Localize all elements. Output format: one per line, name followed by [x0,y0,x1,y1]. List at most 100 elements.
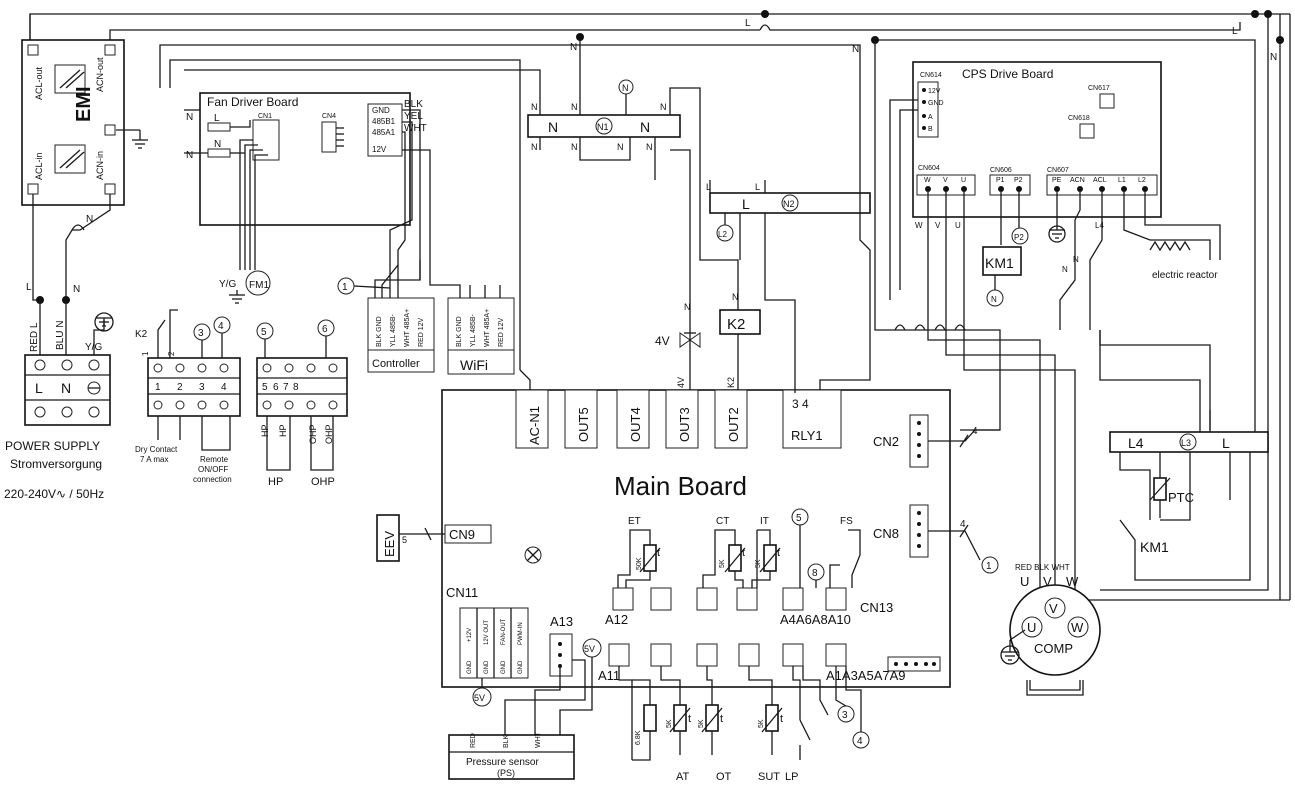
sensor-ct-5k: 5K [719,559,726,568]
eev-box: EEV [376,514,400,562]
hp-num-8: 8 [293,382,299,393]
node-6-label: 6 [322,324,328,335]
wifi-connector: BLK GND YLL 485B- WHT 485A+ RED 12V WiFi [447,297,515,375]
ohp-small-2: OHP [324,424,334,444]
fan-cn1: CN1 [258,113,272,120]
emi-filter: EMI ACL-out ACN-out ACL-in ACN-in [21,39,125,206]
hp-label: HP [268,476,283,488]
fan-motor-label: FM1 [249,280,269,291]
wire-label-l: L [755,182,760,192]
cn2-wire-count: 4 [972,426,978,437]
sensor-sut-5k: 5K [758,719,765,728]
cps-cn607-acl: ACL [1093,177,1107,184]
ohp-label: OHP [311,476,335,488]
wire-label-n: N [617,142,624,152]
fan-pin-gnd: GND [372,106,390,115]
pressure-wire-wht: WHT [535,731,542,748]
ground-icon [1000,640,1020,665]
power-n: N [61,380,71,396]
wire-label-n: N [86,214,93,225]
terminal-l: L [742,196,750,212]
fan-driver-board: Fan Driver Board CN1 CN4 L N GND 485B1 4… [199,92,427,226]
four-way-valve: 4V [655,332,701,348]
sensor-at: t 5K AT [660,666,691,783]
hp-num-7: 7 [283,382,289,393]
power-red-l: RED L [29,322,40,352]
electric-reactor-label: electric reactor [1152,270,1218,281]
wire-label-l: L [706,182,711,192]
remote-label-3: connection [193,475,232,484]
port-cn11: CN11 [446,585,478,600]
sensor-at-5k: 5K [666,719,673,728]
p2-circle [1011,227,1029,245]
ground-icon [1048,192,1066,243]
sensor-ot-t: t [720,713,723,725]
sensor-fs-label: FS [840,516,853,527]
wire-label-n: N [852,44,859,55]
ptc-label: PTC [1168,490,1194,505]
sensor-it: IT t 5K [751,516,781,588]
node-1-main-circle [981,556,999,574]
remote-label-2: ON/OFF [198,465,228,474]
terminal-n2: N2 [783,199,795,209]
controller-label: Controller [372,358,420,370]
cn11-bot-1: GND [467,660,473,674]
port-out2: OUT2 [726,407,741,442]
wire-label-n: N [570,42,577,53]
port-a4-a10: A4A6A8A10 [780,612,851,627]
junction-dot [1276,36,1284,44]
k2-relay: K2 [719,309,761,335]
cn11-bot-2: GND [484,660,490,674]
label-sut: SUT [758,771,780,783]
comp-label: COMP [1034,641,1073,656]
junction-dot [761,10,769,18]
emi-terminal [27,44,39,56]
main-board-title: Main Board [614,471,747,501]
five-v-cn11-label: 5V [474,693,485,703]
five-v-label: 5V [584,644,595,654]
terminal-n-2: N [640,119,650,135]
cps-cn617: CN617 [1088,85,1110,92]
wire-label-n: N [73,284,80,295]
node-5-label: 5 [261,327,267,338]
sensor-it-t: t [777,547,780,559]
dry-num-2: 2 [177,382,183,393]
k2-label: K2 [727,316,745,333]
fan-yg: Y/G [219,279,236,290]
resistor-6-8k: 6.8K [635,704,657,745]
dry-num-4: 4 [221,382,227,393]
sensor-et: ET t 50K [617,516,661,588]
wifi-pin-2: YLL 485B- [470,314,477,347]
pressure-label-1: Pressure sensor [466,757,539,768]
fan-wire-blk: BLK [404,99,423,110]
power-label-3: 220-240V∿ / 50Hz [4,487,104,501]
dry-k2: K2 [135,329,148,340]
eev-label: EEV [382,531,397,557]
cps-cn614-12v: 12V [928,88,941,95]
hp-small-2: HP [278,424,288,437]
cps-cn614-a: A [928,114,933,121]
l2-circle [716,224,734,242]
label-at: AT [676,771,690,783]
p2-label: P2 [1014,233,1024,242]
cps-cn607-l2: L2 [1138,177,1146,184]
dry-contact-label: Dry Contact [135,445,178,454]
cps-cn614-b: B [928,126,933,133]
sensor-ot: t 5K OT [698,666,732,783]
sensor-ct: CT t 5K [702,516,746,588]
node-8-label: 8 [812,568,818,579]
resistor-label: 6.8K [635,730,642,745]
cps-cn606-p2: P2 [1014,177,1023,184]
pressure-label-2: (PS) [497,768,515,778]
terminal-l-right: L [1222,435,1230,451]
pressure-wire-red: RED [470,733,477,748]
fan-title: Fan Driver Board [207,95,298,109]
l-terminal-block: L N2 [709,192,871,214]
compressor: RED BLK WHT U V W V U W COMP [1009,563,1101,696]
sensor-fs: FS [829,516,861,588]
wire-label-n: N [571,102,578,112]
pressure-sensor: RED BLK WHT Pressure sensor (PS) [448,731,575,780]
terminal-n1: N1 [597,122,609,132]
port-out4: OUT4 [628,407,643,442]
